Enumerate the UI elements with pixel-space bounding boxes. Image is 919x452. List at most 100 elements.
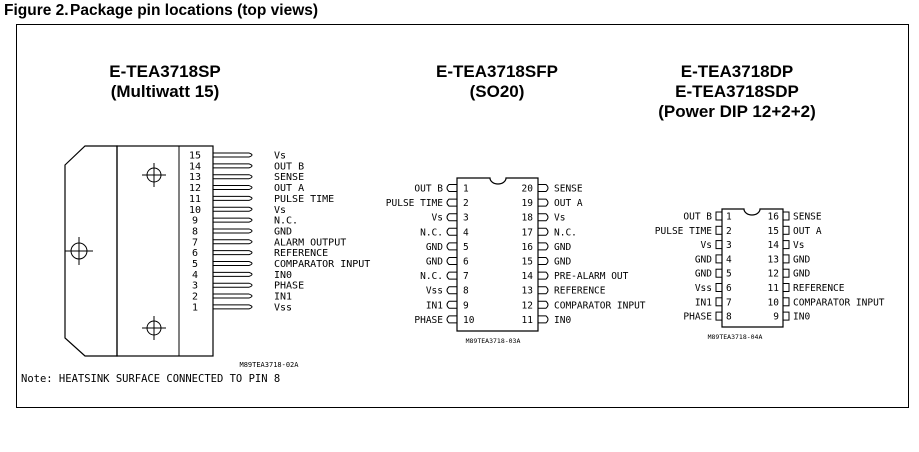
dip-title-block: E-TEA3718DP E-TEA3718SDP (Power DIP 12+2…	[627, 62, 847, 122]
dip-pin-number: 7	[726, 297, 732, 308]
so20-pin-label: Vs	[432, 213, 443, 224]
multiwatt-pin-lead	[213, 217, 253, 223]
dip-left-pin-lead	[715, 311, 723, 321]
multiwatt-pin-label: IN1	[274, 292, 292, 303]
so20-left-pin-lead	[446, 198, 457, 207]
multiwatt-pin-label: N.C.	[274, 216, 298, 227]
dip-pin-number: 3	[726, 240, 732, 251]
so20-pin-label: GND	[426, 257, 443, 268]
so20-pin-label: OUT B	[414, 184, 443, 195]
dip-pin-label: GND	[793, 269, 810, 280]
dip-left-pin-lead	[715, 283, 723, 292]
figure-caption: Figure 2.Package pin locations (top view…	[4, 2, 318, 20]
so20-right-pin-lead	[538, 213, 549, 222]
so20-title: E-TEA3718SFP	[436, 62, 558, 81]
dip-pin-label: GND	[793, 254, 810, 265]
so20-pin-number: 19	[522, 198, 534, 209]
so20-pin-number: 13	[522, 286, 533, 297]
multiwatt-pin-lead	[213, 250, 253, 256]
multiwatt-pin-number: 12	[189, 183, 201, 194]
so20-right-pin-lead	[538, 271, 549, 280]
multiwatt-pin-number: 3	[192, 281, 198, 292]
so20-pin-number: 20	[522, 184, 534, 195]
multiwatt-pin-number: 13	[189, 172, 201, 183]
multiwatt-pin-lead	[213, 228, 253, 234]
so20-pin-number: 18	[522, 213, 534, 224]
multiwatt-pin-lead	[213, 163, 253, 169]
dip-left-pin-lead	[715, 254, 723, 264]
so20-pin-label: IN0	[554, 315, 571, 326]
so20-pin-number: 12	[522, 300, 533, 311]
dip-pin-number: 5	[726, 269, 732, 280]
multiwatt-pin-lead	[213, 239, 253, 245]
so20-right-pin-lead	[538, 286, 549, 295]
so20-pin-number: 7	[463, 271, 469, 282]
so20-pin-label: GND	[554, 257, 571, 268]
multiwatt-pin-number: 10	[189, 205, 201, 216]
multiwatt-pin-label: GND	[274, 226, 292, 237]
so20-pin-number: 10	[463, 315, 475, 326]
so20-right-pin-lead	[538, 300, 549, 309]
so20-pin-number: 3	[463, 213, 469, 224]
so20-pin-label: OUT A	[554, 198, 583, 209]
dip-pin-number: 1	[726, 212, 732, 223]
figure-title: Package pin locations (top views)	[70, 2, 319, 19]
heatsink-note: Note: HEATSINK SURFACE CONNECTED TO PIN …	[21, 373, 280, 385]
dip-pin-number: 14	[768, 240, 780, 251]
so20-subtitle: (SO20)	[469, 82, 525, 101]
dip-pin-number: 4	[726, 254, 732, 265]
so20-right-pin-lead	[538, 315, 549, 324]
dip-pin-number: 10	[768, 297, 780, 308]
so20-pin-number: 8	[463, 286, 469, 297]
multiwatt-pin-lead	[213, 282, 253, 288]
so20-pin-number: 1	[463, 184, 469, 195]
multiwatt-mount-hole-top	[142, 163, 166, 187]
so20-title-block: E-TEA3718SFP (SO20)	[397, 62, 597, 102]
dip-drawing-code: M89TEA3718-04A	[708, 333, 763, 341]
dip-pin-number: 15	[768, 226, 779, 237]
multiwatt-pin-number: 7	[192, 237, 198, 248]
multiwatt-subtitle: (Multiwatt 15)	[110, 82, 220, 101]
multiwatt-pin-lead	[213, 206, 253, 212]
dip-pin-label: IN0	[793, 312, 810, 323]
dip-right-pin-lead	[782, 283, 790, 292]
dip-left-pin-lead	[715, 211, 723, 221]
dip-right-pin-lead	[782, 225, 790, 235]
multiwatt-pin-lead	[213, 271, 253, 277]
multiwatt-mount-hole-bottom	[142, 316, 166, 340]
dip-body	[721, 208, 784, 328]
so20-left-pin-lead	[446, 257, 457, 265]
multiwatt-pin-label: SENSE	[274, 172, 304, 183]
so20-body	[456, 177, 539, 332]
multiwatt-pin-lead	[213, 304, 253, 310]
so20-pin-label: PULSE TIME	[386, 198, 443, 209]
multiwatt-pin-label: PHASE	[274, 281, 304, 292]
so20-left-pin-lead	[446, 300, 457, 309]
so20-pin-label: PRE-ALARM OUT	[554, 271, 629, 282]
multiwatt-pin-label: REFERENCE	[274, 248, 328, 259]
so20-pin-label: COMPARATOR INPUT	[554, 300, 646, 311]
dip-pin-number: 2	[726, 226, 732, 237]
dip-pin-number: 6	[726, 283, 732, 294]
multiwatt-heatsink-hole	[65, 237, 93, 265]
dip-pin-number: 12	[768, 269, 779, 280]
dip-pin-label: PHASE	[683, 312, 712, 323]
dip-pin-label: Vs	[701, 240, 712, 251]
dip-left-pin-lead	[715, 297, 723, 307]
multiwatt-pin-label: IN0	[274, 270, 292, 281]
so20-pin-number: 16	[522, 242, 534, 253]
dip-title: E-TEA3718DP	[680, 62, 794, 81]
dip-subtitle: (Power DIP 12+2+2)	[658, 102, 816, 121]
multiwatt-pin-lead	[213, 195, 253, 201]
multiwatt-pin-label: PULSE TIME	[274, 194, 334, 205]
so20-pin-number: 4	[463, 227, 469, 238]
so20-left-pin-lead	[446, 286, 457, 295]
so20-left-pin-lead	[446, 184, 457, 192]
so20-pin-label: N.C.	[420, 227, 443, 238]
so20-pin-label: N.C.	[420, 271, 443, 282]
so20-drawing-code: M89TEA3718-03A	[466, 337, 521, 345]
dip-right-pin-lead	[782, 254, 790, 264]
multiwatt-pin-label: OUT B	[274, 161, 304, 172]
multiwatt-pin-number: 11	[189, 194, 201, 205]
dip-title-2: E-TEA3718SDP	[675, 82, 799, 101]
